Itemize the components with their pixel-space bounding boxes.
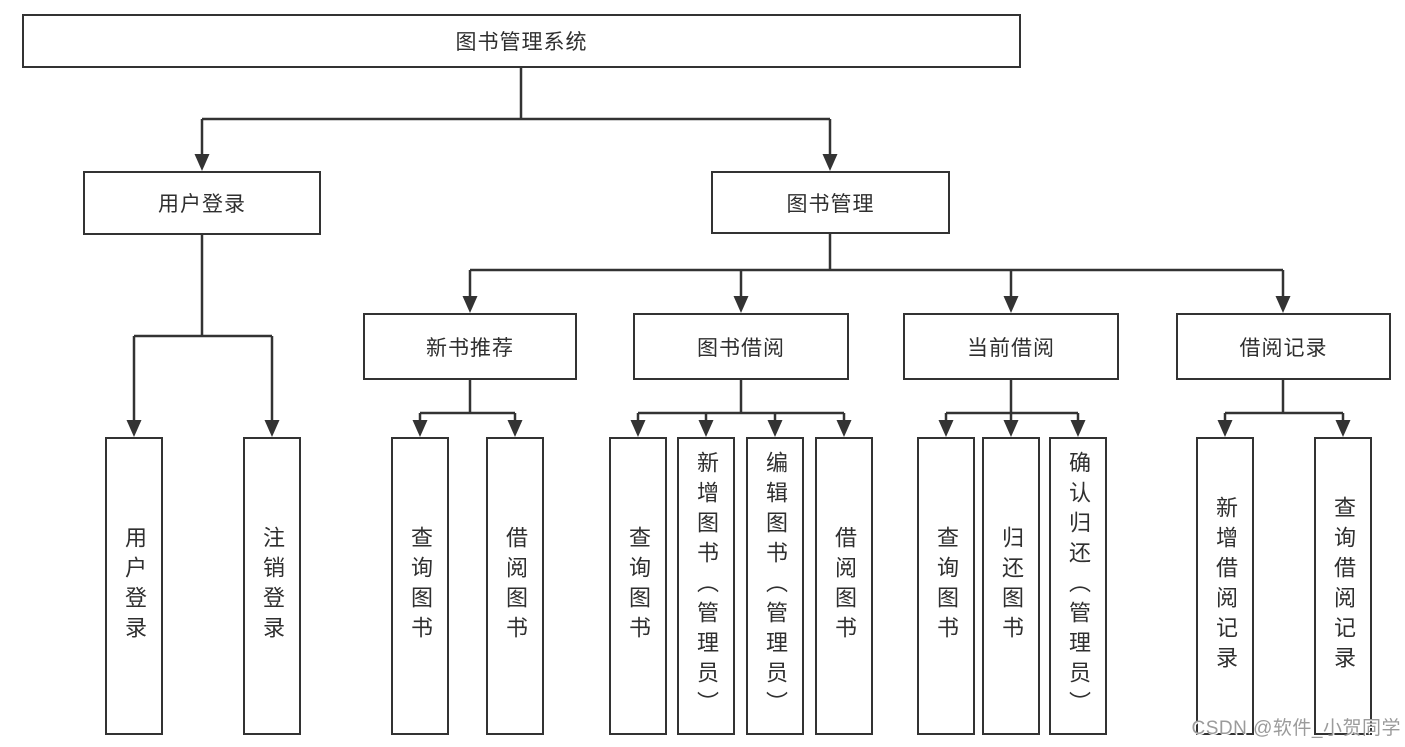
- node-leaf-nbr-borrow-book-label: 借阅图书: [503, 526, 528, 646]
- node-user-login-module: 用户登录: [83, 171, 321, 235]
- node-leaf-bb-query-book-label: 查询图书: [626, 526, 651, 646]
- node-new-book-recommend: 新书推荐: [363, 313, 577, 380]
- node-leaf-cb-confirm-return-admin: 确认归还（管理员）: [1049, 437, 1107, 735]
- node-leaf-logout-label: 注销登录: [260, 526, 285, 646]
- node-leaf-nbr-borrow-book: 借阅图书: [486, 437, 544, 735]
- node-borrowing-records: 借阅记录: [1176, 313, 1391, 380]
- node-leaf-br-query-record: 查询借阅记录: [1314, 437, 1372, 735]
- node-leaf-bb-edit-book-admin: 编辑图书（管理员）: [746, 437, 804, 735]
- node-leaf-cb-query-book-label: 查询图书: [934, 526, 959, 646]
- node-leaf-bb-add-book-admin-label: 新增图书（管理员）: [694, 451, 719, 721]
- node-book-borrowing-label: 图书借阅: [697, 336, 785, 360]
- node-root-system-label: 图书管理系统: [455, 31, 588, 54]
- node-root-system: 图书管理系统: [22, 14, 1021, 68]
- node-borrowing-records-label: 借阅记录: [1239, 336, 1328, 360]
- node-leaf-cb-return-book-label: 归还图书: [999, 526, 1024, 646]
- node-new-book-recommend-label: 新书推荐: [426, 336, 514, 360]
- node-leaf-br-add-record: 新增借阅记录: [1196, 437, 1254, 735]
- node-leaf-user-login: 用户登录: [105, 437, 163, 735]
- node-current-borrowing: 当前借阅: [903, 313, 1119, 380]
- node-leaf-bb-borrow-book: 借阅图书: [815, 437, 873, 735]
- node-leaf-user-login-label: 用户登录: [122, 526, 147, 646]
- node-leaf-bb-query-book: 查询图书: [609, 437, 667, 735]
- node-leaf-br-add-record-label: 新增借阅记录: [1213, 496, 1238, 676]
- node-leaf-cb-return-book: 归还图书: [982, 437, 1040, 735]
- node-leaf-br-query-record-label: 查询借阅记录: [1331, 496, 1356, 676]
- node-leaf-nbr-query-book: 查询图书: [391, 437, 449, 735]
- node-leaf-logout: 注销登录: [243, 437, 301, 735]
- node-book-borrowing: 图书借阅: [633, 313, 849, 380]
- node-current-borrowing-label: 当前借阅: [967, 336, 1055, 360]
- node-leaf-cb-query-book: 查询图书: [917, 437, 975, 735]
- node-leaf-bb-add-book-admin: 新增图书（管理员）: [677, 437, 735, 735]
- node-leaf-bb-edit-book-admin-label: 编辑图书（管理员）: [763, 451, 788, 721]
- node-book-management-module: 图书管理: [711, 171, 950, 234]
- node-book-management-module-label: 图书管理: [786, 192, 875, 216]
- node-leaf-nbr-query-book-label: 查询图书: [408, 526, 433, 646]
- node-leaf-cb-confirm-return-admin-label: 确认归还（管理员）: [1066, 451, 1091, 721]
- watermark: CSDN @软件_小贺同学: [1191, 718, 1401, 739]
- node-user-login-module-label: 用户登录: [158, 193, 246, 216]
- node-leaf-bb-borrow-book-label: 借阅图书: [832, 526, 857, 646]
